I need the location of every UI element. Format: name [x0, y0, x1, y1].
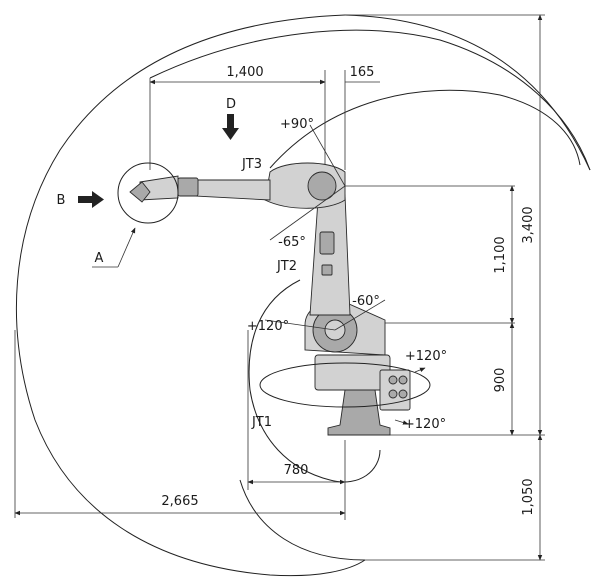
label-view-b: B	[57, 193, 66, 208]
inner-envelope-arc	[269, 89, 581, 169]
dim-base-height: 900	[493, 368, 508, 393]
angle-labels: +90° -65° -60° +120° +120° +120°	[247, 117, 447, 432]
dim-arm-height: 1,100	[493, 236, 508, 273]
dimension-lines	[14, 14, 545, 561]
rear-envelope-arc	[344, 14, 591, 171]
dim-rear-reach: 780	[284, 463, 309, 478]
dim-offset-top: 165	[350, 65, 375, 80]
view-d-arrow	[222, 114, 239, 140]
label-jt3: JT3	[241, 157, 262, 172]
detail-a-circle	[117, 162, 179, 224]
outer-envelope-arc	[15, 14, 366, 577]
lower-inner-arc	[248, 279, 381, 483]
upper-right-envelope-arc	[149, 29, 591, 171]
view-arrows	[78, 114, 426, 425]
dimension-labels: 1,400 165 3,400 1,100 900 1,050 780 2,66…	[161, 65, 536, 516]
dim-max-reach: 2,665	[161, 494, 198, 509]
label-jt2: JT2	[276, 259, 297, 274]
angle-jt1-plus-bottom: +120°	[404, 417, 446, 432]
angle-jt3-plus: +90°	[280, 117, 314, 132]
robot-arm	[117, 124, 431, 436]
label-detail-a: A	[95, 251, 104, 266]
axis-labels: D B A JT3 JT2 JT1	[57, 97, 297, 430]
dim-below-base: 1,050	[521, 478, 536, 515]
angle-jt1-plus-top: +120°	[405, 349, 447, 364]
angle-jt3-minus: -65°	[278, 235, 306, 250]
bottom-envelope-arc	[239, 479, 366, 561]
label-jt1: JT1	[251, 415, 272, 430]
jt1-rotation-ellipse	[259, 362, 431, 408]
angle-jt2-minus: -60°	[352, 294, 380, 309]
angle-jt2-plus: +120°	[247, 319, 289, 334]
work-envelope	[15, 14, 591, 577]
view-b-arrow	[78, 191, 104, 208]
dim-reach-horizontal: 1,400	[226, 65, 263, 80]
label-view-d: D	[226, 97, 236, 112]
dim-height-total: 3,400	[521, 206, 536, 243]
